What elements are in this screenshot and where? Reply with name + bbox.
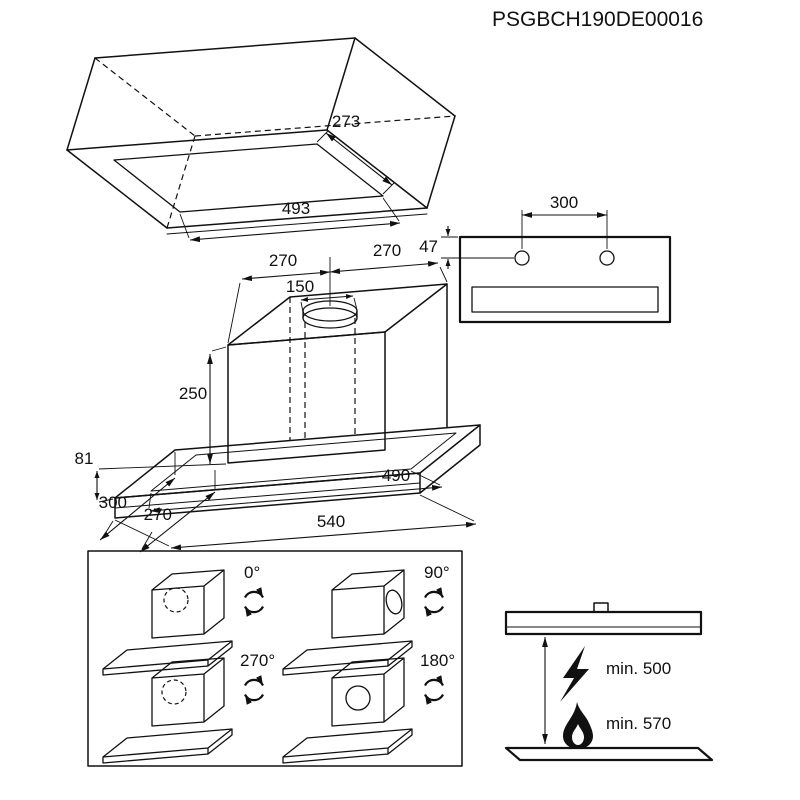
min-electric-label: min. 500	[606, 659, 671, 678]
dim-visor-height-label: 81	[75, 449, 94, 468]
hood-duct-stub	[593, 602, 609, 613]
flame-icon	[563, 702, 593, 749]
cabinet-cutout-view: 273 493	[66, 37, 456, 243]
front-fixing-view: 300 47	[419, 193, 672, 324]
hood-dimensions-view: 270 270 150 250 81 300	[75, 241, 481, 553]
clearance-view: min. 500 min. 570	[504, 602, 714, 762]
hood-front-panel	[471, 286, 659, 313]
rotation-option-0: 0°	[102, 563, 264, 676]
outlet-position-left	[161, 679, 187, 705]
dim-body-height-label: 250	[179, 384, 207, 403]
dim-hole-offset: 47	[419, 226, 514, 269]
dim-depth-inner-label: 270	[144, 505, 172, 524]
cabinet-outline	[66, 37, 456, 235]
min-gas-label: min. 570	[606, 714, 671, 733]
dim-hole-offset-label: 47	[419, 237, 438, 256]
dim-duct-diameter-label: 150	[286, 277, 314, 296]
dim-hole-spacing: 300	[521, 193, 608, 249]
outlet-position-front	[345, 685, 371, 711]
rotation-option-180: 180°	[282, 651, 455, 764]
model-number: PSGBCH190DE00016	[492, 8, 703, 31]
outlet-position-rear	[163, 587, 189, 613]
hood-body	[227, 283, 448, 464]
dim-width-inner-label: 490	[382, 466, 410, 485]
dim-cutout-width-label: 493	[282, 199, 310, 218]
fixing-hole-right	[599, 250, 615, 266]
rotate-icon	[244, 675, 264, 705]
hood-front-outline	[458, 235, 672, 324]
dim-duct-offset-left: 270	[227, 251, 331, 344]
dim-duct-offset-right-label: 270	[373, 241, 401, 260]
cabinet-cutout-opening	[113, 143, 384, 213]
dim-duct-offset-right: 270	[329, 241, 448, 283]
rotation-option-90: 90°	[282, 563, 450, 676]
dim-cutout-depth-label: 273	[332, 112, 360, 131]
angle-90-label: 90°	[424, 563, 450, 582]
dim-visor-height: 81	[75, 449, 227, 503]
angle-180-label: 180°	[420, 651, 455, 670]
hood-bar	[504, 610, 703, 636]
dim-width-inner: 490	[148, 466, 443, 514]
dim-width-outer: 540	[114, 494, 477, 551]
angle-270-label: 270°	[240, 651, 275, 670]
outlet-position-right	[385, 589, 403, 615]
dim-hole-spacing-label: 300	[550, 193, 578, 212]
lightning-icon	[560, 646, 589, 702]
dim-duct-offset-left-label: 270	[269, 251, 297, 270]
rotation-option-270: 270°	[102, 651, 275, 764]
dim-cutout-width: 493	[179, 197, 401, 243]
dim-width-outer-label: 540	[317, 512, 345, 531]
dim-depth-outer-label: 300	[99, 493, 127, 512]
dim-duct-diameter: 150	[286, 277, 358, 313]
hob-surface	[504, 746, 714, 762]
rotate-icon	[424, 587, 444, 617]
dim-body-height: 250	[179, 346, 227, 464]
angle-0-label: 0°	[244, 563, 260, 582]
rotate-icon	[424, 675, 444, 705]
dim-cutout-depth: 273	[316, 112, 395, 195]
rotate-icon	[244, 587, 264, 617]
outlet-rotation-panel: 0° 90° 270°	[87, 550, 463, 767]
rotation-panel-border	[87, 550, 463, 767]
fixing-hole-left	[514, 250, 530, 266]
